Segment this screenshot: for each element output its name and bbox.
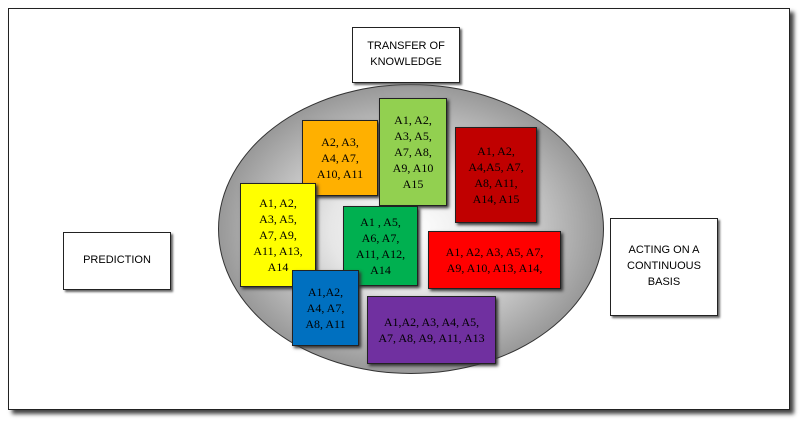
transfer-of-knowledge-label: TRANSFER OF KNOWLEDGE — [352, 27, 460, 83]
light-green-attribute-box: A1, A2, A3, A5, A7, A8, A9, A10 A15 — [379, 98, 447, 206]
dark-red-attribute-box: A1, A2, A4,A5, A7, A8, A11, A14, A15 — [455, 127, 537, 223]
orange-attribute-box: A2, A3, A4, A7, A10, A11 — [302, 120, 378, 196]
prediction-label: PREDICTION — [63, 232, 171, 290]
blue-attribute-box: A1,A2, A4, A7, A8, A11 — [292, 270, 359, 346]
red-attribute-box: A1, A2, A3, A5, A7, A9, A10, A13, A14, — [428, 231, 561, 289]
acting-on-continuous-basis-label: ACTING ON A CONTINUOUS BASIS — [610, 218, 718, 316]
yellow-attribute-box: A1, A2, A3, A5, A7, A9, A11, A13, A14 — [240, 183, 316, 287]
purple-attribute-box: A1,A2, A3, A4, A5, A7, A8, A9, A11, A13 — [367, 296, 496, 364]
